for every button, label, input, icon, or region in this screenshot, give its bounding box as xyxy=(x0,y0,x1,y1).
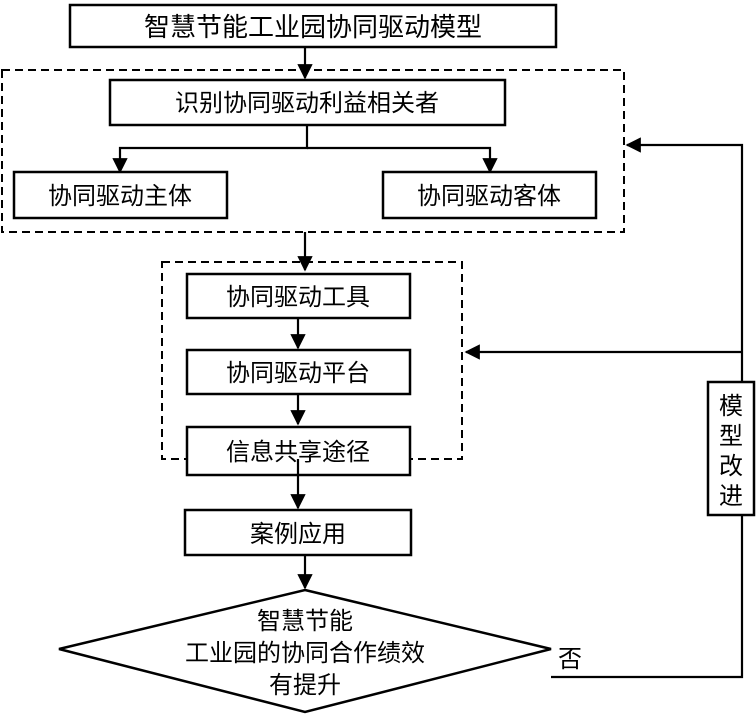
platform-text: 协同驱动平台 xyxy=(226,359,370,387)
identify-text: 识别协同驱动利益相关者 xyxy=(175,89,439,117)
case-node: 案例应用 xyxy=(183,508,413,557)
decision-node: 智慧节能 工业园的协同合作绩效 有提升 xyxy=(58,588,552,714)
improve-char-1: 模 xyxy=(719,392,743,420)
model-improvement-node: 模 型 改 进 xyxy=(706,380,756,517)
subject-node: 协同驱动主体 xyxy=(12,170,229,220)
stakeholder-group-frame xyxy=(1,69,625,233)
tools-text: 协同驱动工具 xyxy=(226,283,370,311)
improve-char-4: 进 xyxy=(719,482,743,510)
arrow-to-subject xyxy=(112,125,309,174)
object-text: 协同驱动客体 xyxy=(417,182,561,210)
decision-line-1: 智慧节能 xyxy=(257,607,353,635)
title-node: 智慧节能工业园协同驱动模型 xyxy=(68,3,558,49)
improve-char-3: 改 xyxy=(719,452,743,480)
title-text: 智慧节能工业园协同驱动模型 xyxy=(144,13,482,43)
tools-group-frame xyxy=(161,261,463,460)
subject-text: 协同驱动主体 xyxy=(48,182,192,210)
object-node: 协同驱动客体 xyxy=(381,170,598,220)
decision-line-2: 工业园的协同合作绩效 xyxy=(185,639,425,667)
improve-char-2: 型 xyxy=(719,422,743,450)
identify-node: 识别协同驱动利益相关者 xyxy=(108,78,507,127)
tools-node: 协同驱动工具 xyxy=(185,272,412,320)
platform-node: 协同驱动平台 xyxy=(185,348,412,396)
no-label: 否 xyxy=(558,645,582,673)
case-text: 案例应用 xyxy=(250,520,346,548)
decision-line-3: 有提升 xyxy=(269,671,341,699)
arrow-to-object xyxy=(307,146,498,174)
